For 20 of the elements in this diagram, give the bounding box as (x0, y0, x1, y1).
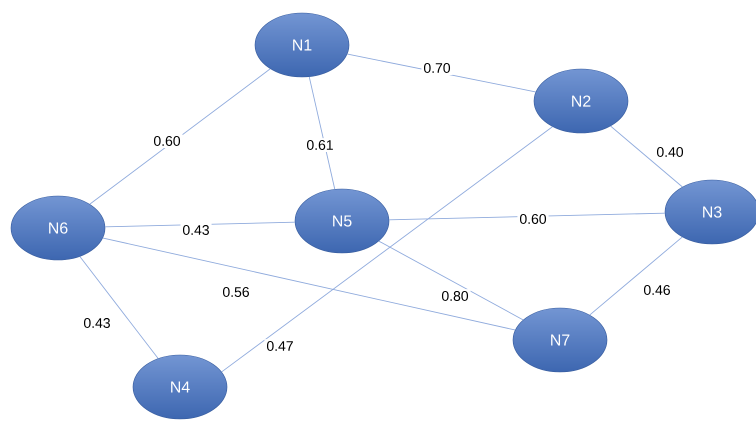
edge-label: 0.43 (180, 223, 212, 237)
edge-label: 0.40 (654, 145, 686, 159)
connector-line (388, 212, 666, 220)
connector-line (589, 236, 683, 316)
connector-line (89, 68, 271, 205)
connector-line (80, 256, 158, 359)
connector-line (308, 76, 336, 190)
edge-label: 0.47 (264, 339, 296, 353)
edge-label: 0.61 (304, 138, 336, 152)
connector-line (221, 126, 553, 372)
edge-label: 0.70 (421, 61, 453, 75)
connector-line (610, 126, 683, 188)
edge-label: 0.46 (641, 283, 673, 297)
edge-label: 0.60 (151, 134, 183, 148)
edge-label: 0.56 (220, 285, 252, 299)
edge-label: 0.80 (439, 289, 471, 303)
connector-line (102, 238, 516, 330)
edge-label: 0.43 (81, 316, 113, 330)
edge-label: 0.60 (517, 212, 549, 226)
connector-line (378, 240, 524, 320)
